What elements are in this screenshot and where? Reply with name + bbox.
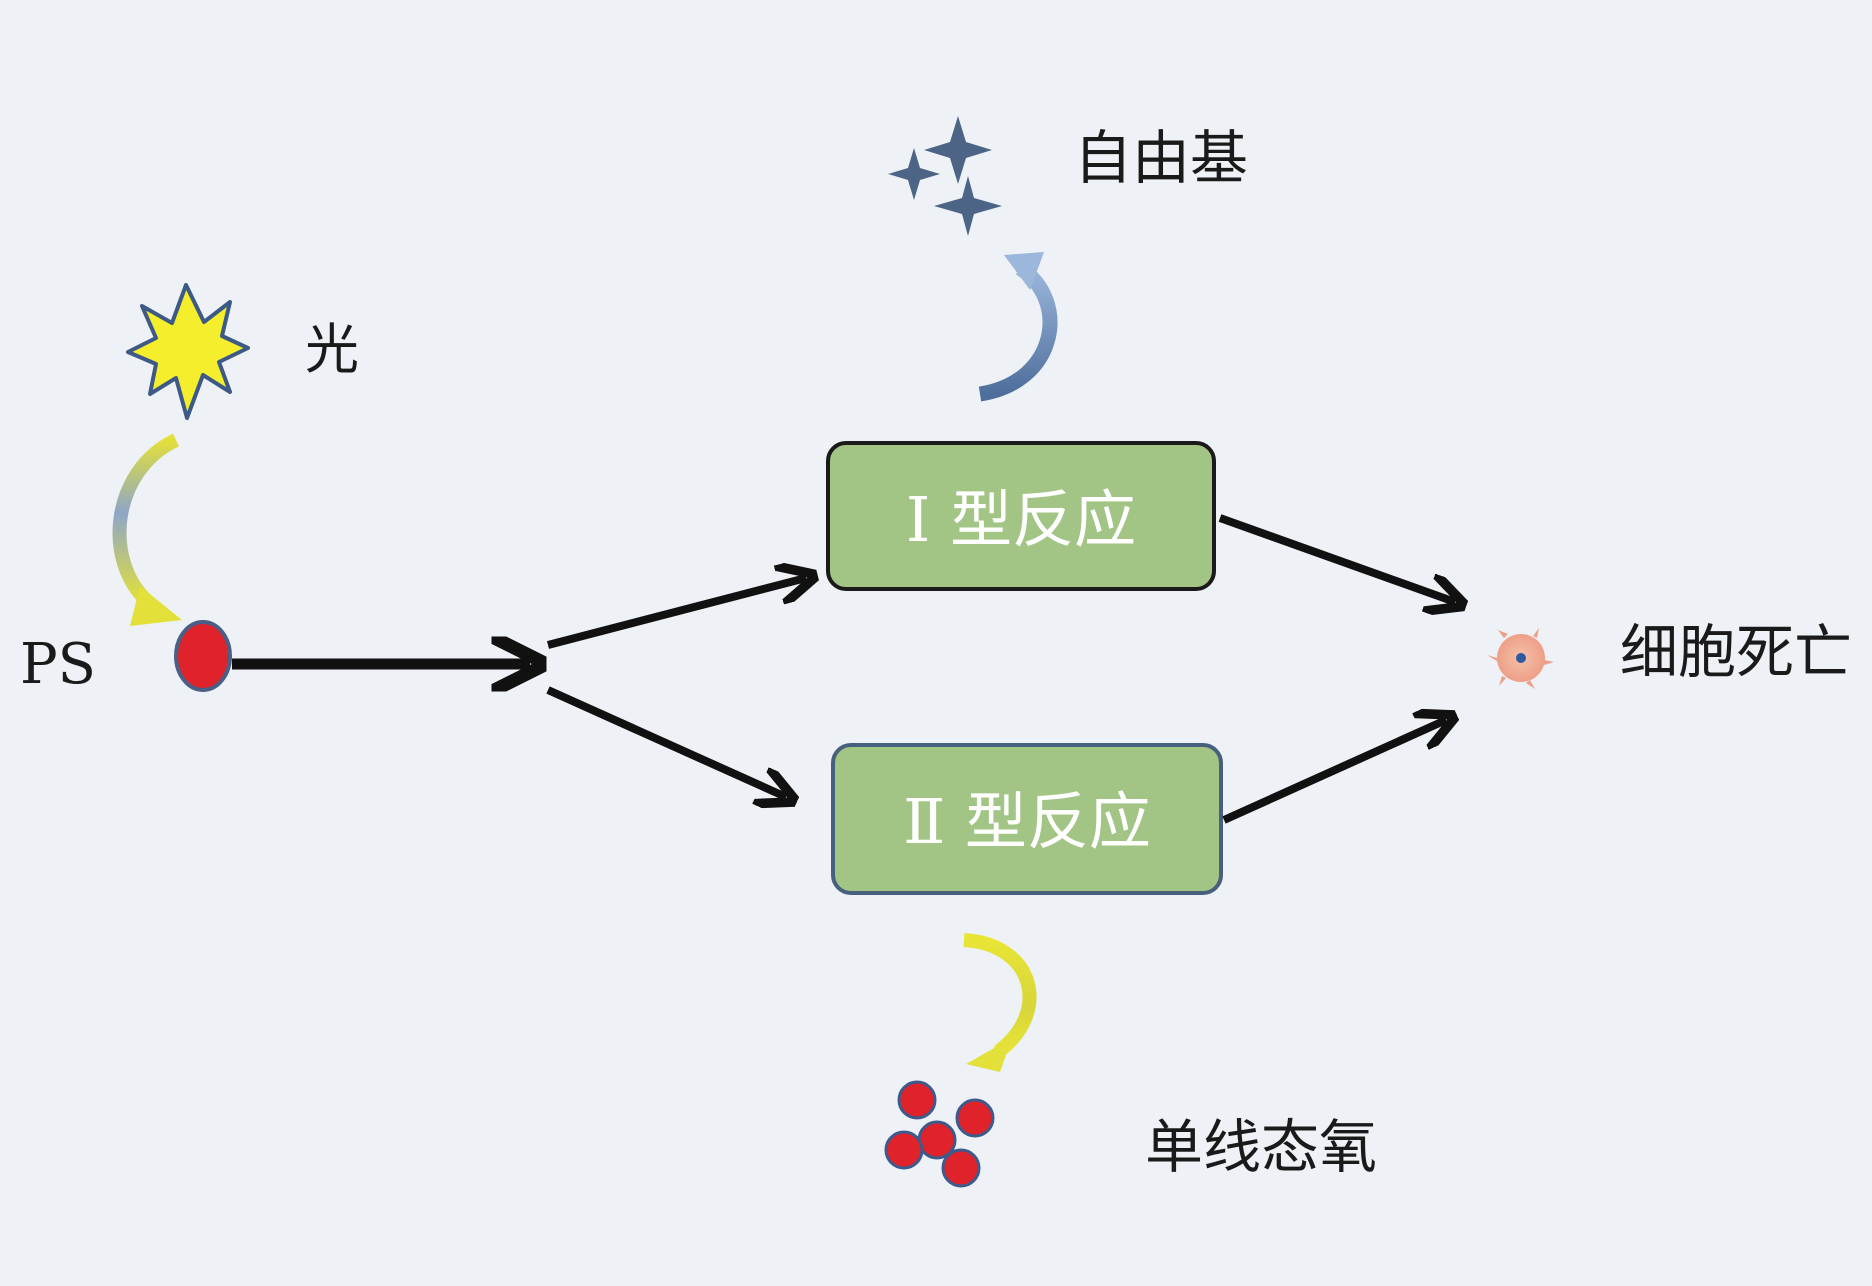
sun-icon	[126, 283, 250, 420]
branch-arrow-type2	[546, 686, 786, 797]
type1-to-cell-death-arrow	[1218, 514, 1455, 602]
singlet-oxygen-label: 单线态氧	[1145, 1113, 1377, 1181]
type1-reaction-box: Ⅰ 型反应	[826, 441, 1216, 591]
ps-label: PS	[20, 632, 96, 697]
type2-label: Ⅱ 型反应	[903, 785, 1151, 858]
free-radical-stars-icon	[888, 116, 1002, 236]
type1-label: Ⅰ 型反应	[906, 483, 1136, 556]
ps-molecule-icon	[174, 620, 232, 692]
free-radical-label: 自由基	[1074, 124, 1248, 192]
type2-to-cell-death-arrow	[1222, 720, 1446, 824]
branch-arrow-type1	[546, 578, 806, 649]
dying-cell-icon	[1487, 628, 1554, 689]
cell-death-label: 细胞死亡	[1620, 618, 1852, 686]
light-to-ps-arrow	[112, 433, 182, 626]
type2-to-singlet-oxygen-arrow	[963, 933, 1037, 1072]
singlet-oxygen-cluster-icon	[884, 1080, 995, 1188]
type2-reaction-box: Ⅱ 型反应	[831, 743, 1223, 895]
type1-to-free-radical-arrow	[978, 252, 1058, 402]
light-label: 光	[305, 318, 359, 381]
